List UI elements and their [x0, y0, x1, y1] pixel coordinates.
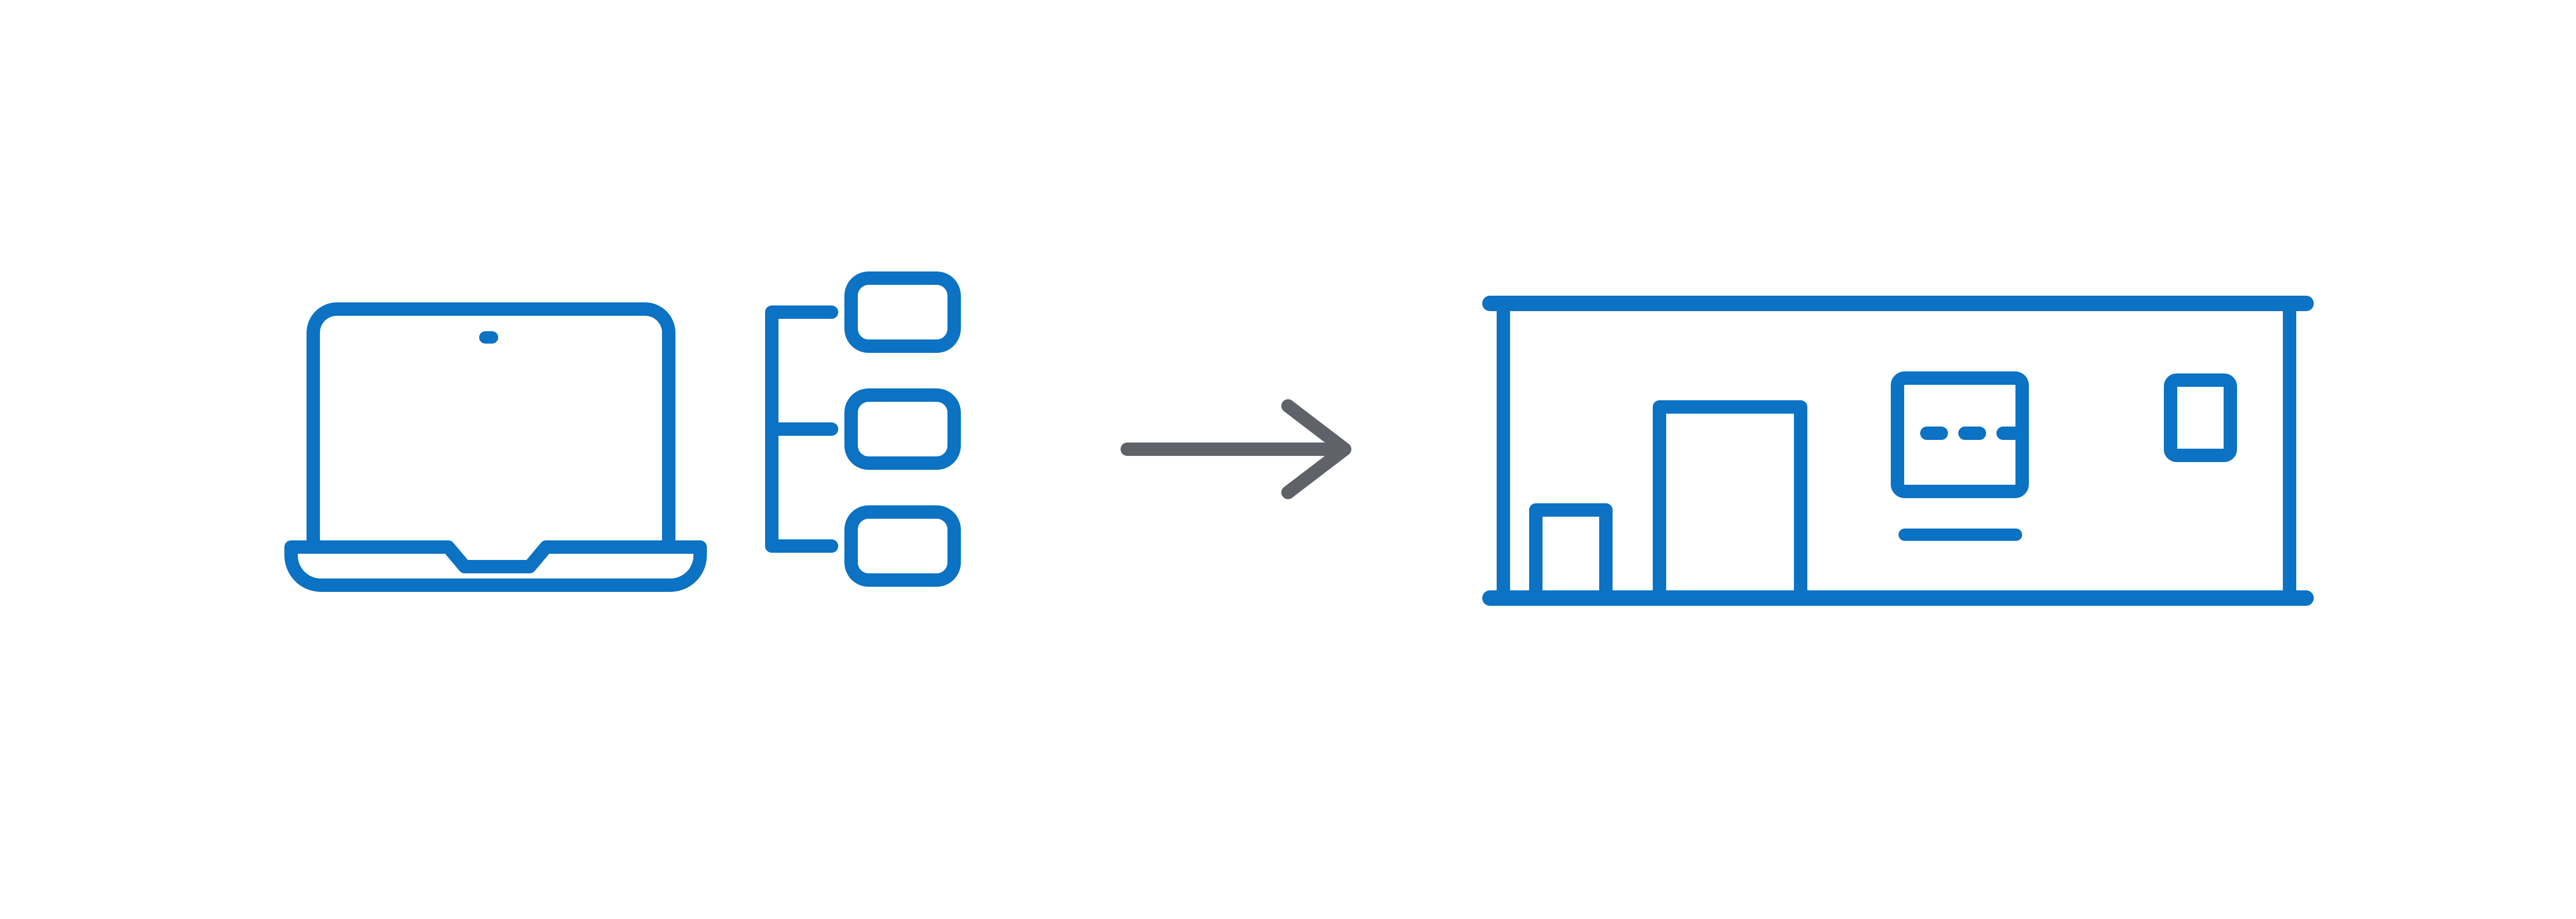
server-rack-tall[interactable] [1653, 400, 1807, 600]
server-rack-small[interactable] [1529, 503, 1613, 600]
right-arrow-icon [1121, 399, 1351, 499]
control-panel-dash [1996, 427, 2024, 440]
server-cabinet-small[interactable] [2164, 373, 2237, 462]
tree-node-box[interactable] [844, 505, 961, 587]
tree-node-box[interactable] [844, 271, 961, 353]
control-panel-dash [1958, 427, 1986, 440]
laptop-lid [307, 302, 675, 553]
laptop-icon[interactable] [284, 302, 707, 592]
control-panel-dash [1920, 427, 1948, 440]
datacenter-icon[interactable] [1482, 296, 2314, 606]
tree-node-box[interactable] [844, 388, 961, 470]
service-tree-icon[interactable] [765, 271, 961, 587]
laptop-base-tray [284, 540, 707, 592]
laptop-camera-dot [479, 331, 498, 344]
arrow-head [1281, 399, 1351, 499]
